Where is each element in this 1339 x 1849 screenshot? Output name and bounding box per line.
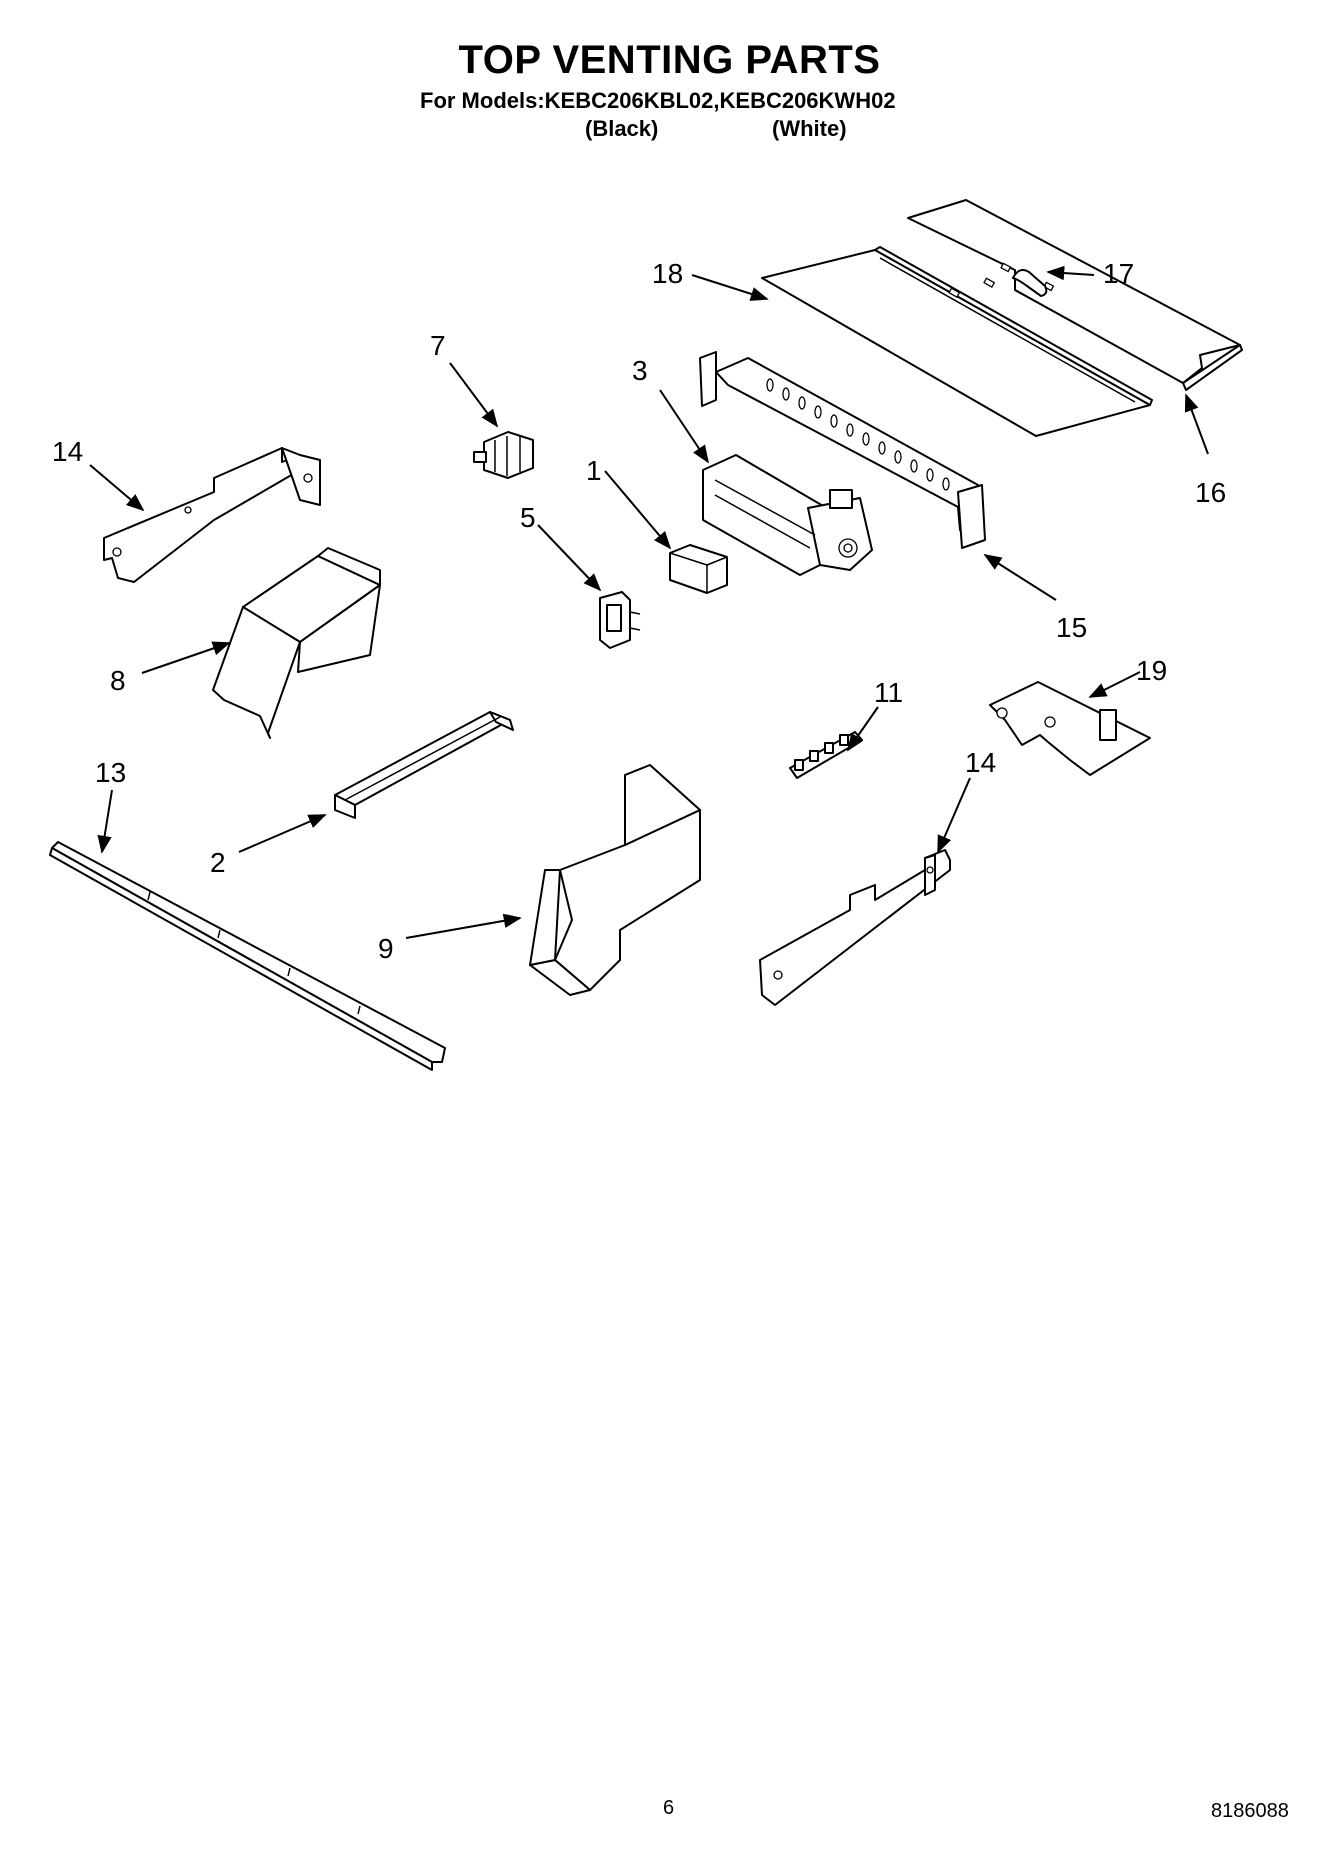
callout-5: 5: [520, 502, 536, 533]
part-2-channel: [334, 711, 514, 819]
callout-18: 18: [652, 258, 683, 289]
part-9-air-deflector: [529, 764, 701, 996]
callout-1: 1: [586, 455, 602, 486]
callout-7: 7: [430, 330, 446, 361]
callout-9: 9: [378, 933, 394, 964]
callout-19: 19: [1136, 655, 1167, 686]
callout-14: 14: [52, 436, 83, 467]
vent-slots: [766, 378, 950, 491]
callout-13: 13: [95, 757, 126, 788]
callout-16: 16: [1195, 477, 1226, 508]
callout-3: 3: [632, 355, 648, 386]
callout-14: 14: [965, 747, 996, 778]
leader-lines: [89, 265, 1209, 939]
callout-2: 2: [210, 847, 226, 878]
part-3-motor-assembly: [702, 454, 873, 576]
part-8-duct: [212, 547, 381, 739]
part-17-clip: [1012, 269, 1048, 297]
page-number: 6: [663, 1797, 675, 1819]
callout-8: 8: [110, 665, 126, 696]
variant-black-label: (Black): [585, 116, 659, 141]
page-title: TOP VENTING PARTS: [458, 38, 881, 82]
part-19-bracket-plate: [989, 681, 1151, 776]
part-14-side-bracket-right: [759, 849, 951, 1006]
part-1-block: [669, 544, 728, 594]
part-15-perforated-bracket: [699, 351, 986, 549]
models-line: For Models:KEBC206KBL02,KEBC206KWH02: [420, 88, 896, 113]
callout-15: 15: [1056, 612, 1087, 643]
part-7-terminal-block: [473, 431, 534, 479]
document-number: 8186088: [1211, 1800, 1289, 1822]
part-11-terminal-strip: [789, 731, 863, 779]
part-5-switch: [599, 591, 641, 649]
part-13-vent-trim: [49, 841, 446, 1071]
callout-17: 17: [1103, 258, 1134, 289]
variant-white-label: (White): [772, 116, 847, 141]
callout-numbers: 18 17 16 3 15 7 1 5 14 8 19 11 14 13 2 9: [52, 258, 1226, 964]
part-14-side-bracket-left: [103, 447, 321, 583]
callout-11: 11: [874, 677, 903, 708]
part-18-vent-panel: [761, 246, 1153, 437]
